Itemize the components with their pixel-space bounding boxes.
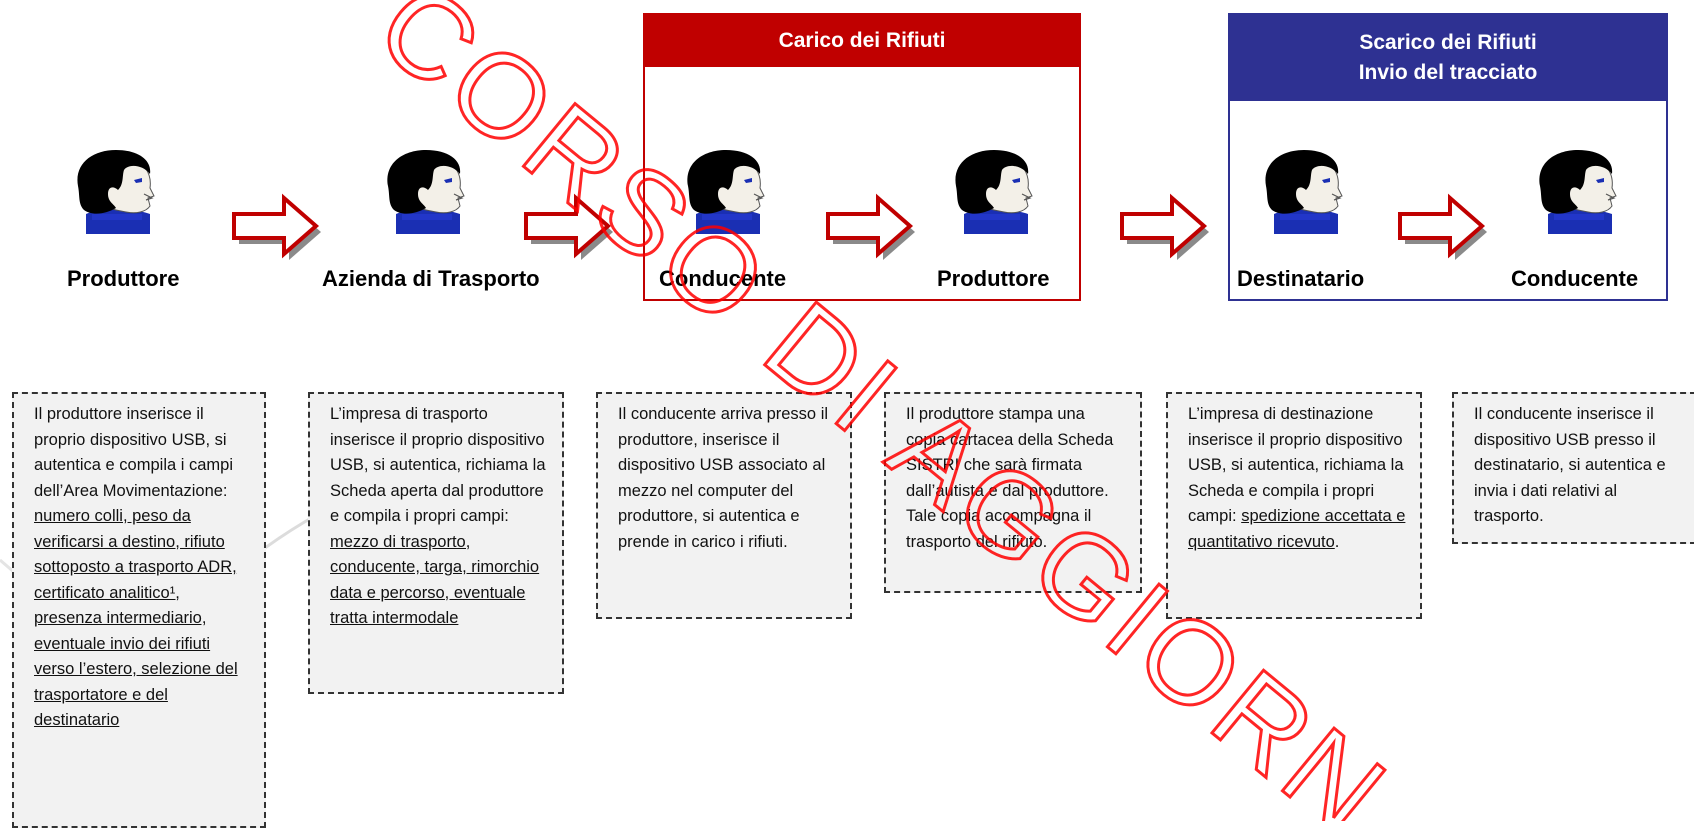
- actor-label: Conducente: [659, 266, 787, 291]
- note-text: Il produttore stampa una copia cartacea …: [906, 405, 1114, 551]
- note-text: L’impresa di destinazione inserisce il p…: [1188, 405, 1404, 525]
- carico-group: Carico dei Rifiuti: [643, 13, 1081, 301]
- actor-conducente-2: [1534, 149, 1624, 250]
- actor-azienda-di-trasporto: [382, 149, 472, 250]
- note-conducente: Il conducente arriva presso il produttor…: [596, 392, 852, 619]
- person-icon: [686, 149, 765, 235]
- right-arrow-icon: [826, 196, 917, 262]
- note-underlined-text: numero colli, peso da verificarsi a dest…: [34, 507, 238, 729]
- note-text: Il conducente inserisce il dispositivo U…: [1474, 405, 1666, 525]
- actor-label: Azienda di Trasporto: [322, 266, 540, 291]
- right-arrow-icon: [524, 196, 615, 262]
- scarico-group: Scarico dei Rifiuti Invio del tracciato: [1228, 13, 1668, 301]
- person-icon: [954, 149, 1033, 235]
- note-conducente-invio: Il conducente inserisce il dispositivo U…: [1452, 392, 1694, 544]
- note-underlined-text: mezzo di trasporto, conducente, targa, r…: [330, 532, 540, 628]
- note-text: Il conducente arriva presso il produttor…: [618, 405, 829, 551]
- person-icon: [1538, 149, 1617, 235]
- note-text: Il produttore inserisce il proprio dispo…: [34, 405, 234, 500]
- actor-label: Produttore: [67, 266, 180, 291]
- note-produttore: Il produttore inserisce il proprio dispo…: [12, 392, 266, 828]
- note-underlined-text: spedizione accettata e quantitativo rice…: [1188, 507, 1406, 551]
- right-arrow-icon: [232, 196, 323, 262]
- actor-destinatario: [1260, 149, 1350, 250]
- actor-produttore-1: [72, 149, 162, 250]
- person-icon: [386, 149, 465, 235]
- person-icon: [76, 149, 155, 235]
- note-suffix: .: [1334, 532, 1340, 551]
- actor-label: Destinatario: [1237, 266, 1365, 291]
- note-destinatario: L’impresa di destinazione inserisce il p…: [1166, 392, 1422, 619]
- actor-label: Conducente: [1511, 266, 1639, 291]
- carico-header: Carico dei Rifiuti: [645, 15, 1079, 67]
- actor-produttore-2: [950, 149, 1040, 250]
- scarico-header: Scarico dei Rifiuti Invio del tracciato: [1230, 15, 1666, 101]
- note-text: L’impresa di trasporto inserisce il prop…: [330, 405, 546, 525]
- actor-conducente-1: [682, 149, 772, 250]
- person-icon: [1264, 149, 1343, 235]
- note-produttore-stampa: Il produttore stampa una copia cartacea …: [884, 392, 1142, 593]
- actor-label: Produttore: [937, 266, 1050, 291]
- right-arrow-icon: [1120, 196, 1211, 262]
- right-arrow-icon: [1398, 196, 1489, 262]
- note-azienda-di-trasporto: L’impresa di trasporto inserisce il prop…: [308, 392, 564, 694]
